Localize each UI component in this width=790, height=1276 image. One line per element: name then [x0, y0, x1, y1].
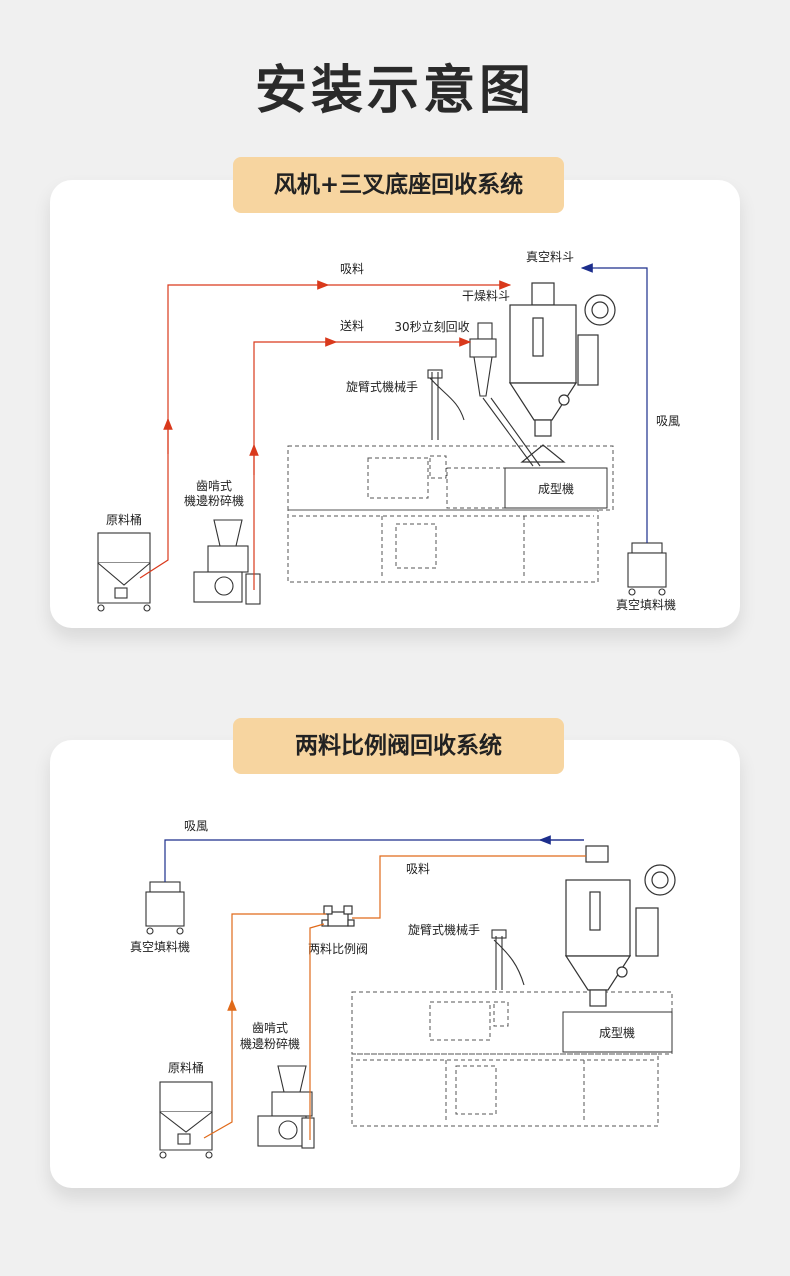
robot-arm-1: [427, 369, 465, 440]
feed-line-1a: [253, 337, 338, 590]
raw-bin-label-1: 原料桶: [106, 512, 142, 527]
crusher-label1-1: 齒啃式: [196, 478, 232, 493]
molding-machine-label-2: 成型機: [599, 1025, 635, 1040]
diagram-card-1: [50, 180, 740, 628]
proportional-valve-2: [321, 905, 355, 927]
diagram-2: 成型機 旋臂式機械手 真空填料機: [130, 819, 676, 1159]
vacuum-loader-2: [145, 881, 185, 935]
molding-machine-label-1: 成型機: [538, 481, 574, 496]
vacuum-loader-1: [627, 542, 667, 596]
suction-line-2: [352, 855, 586, 919]
section-1-heading: 风机+三叉底座回收系统: [233, 157, 564, 213]
raw-material-line-2b: [231, 913, 326, 1000]
crusher-line-2: [309, 923, 325, 1140]
raw-bin-label-2: 原料桶: [168, 1060, 204, 1075]
suction-label-1: 吸料: [340, 262, 364, 276]
dryer-hopper-2: [564, 845, 676, 1007]
crusher-label2-2: 機邊粉碎機: [240, 1036, 300, 1051]
diagram-1: 成型機 真空料斗 干燥料斗 30秒立刻回收: [97, 250, 680, 612]
recovery-label-1: 30秒立刻回收: [394, 319, 469, 334]
molding-machine-box-2: [562, 1011, 673, 1053]
dryer-hopper-1: [508, 282, 616, 463]
air-label-2: 吸風: [184, 819, 208, 833]
vacuum-hopper-label-1: 真空料斗: [526, 250, 574, 264]
air-line-1: [598, 267, 648, 543]
molding-machine-box-1: [504, 467, 608, 509]
section-2-heading: 两料比例阀回收系统: [233, 718, 564, 774]
raw-material-bin-1: [97, 532, 151, 612]
raw-material-bin-2: [159, 1081, 213, 1159]
molding-machine-1: [287, 445, 614, 583]
dryer-hopper-label-1: 干燥料斗: [462, 289, 510, 303]
robot-arm-2: [491, 929, 525, 990]
page-title: 安装示意图: [254, 61, 535, 121]
feed-label-1: 送料: [340, 318, 364, 333]
suction-label-2: 吸料: [406, 862, 430, 876]
robot-arm-label-1: 旋臂式機械手: [346, 379, 418, 394]
vacuum-loader-label-2: 真空填料機: [130, 939, 190, 954]
vacuum-loader-label-1: 真空填料機: [616, 597, 676, 612]
crusher-label1-2: 齒啃式: [252, 1020, 288, 1035]
crusher-label2-1: 機邊粉碎機: [184, 493, 244, 508]
crusher-2: [257, 1065, 315, 1149]
air-label-1: 吸風: [656, 414, 680, 428]
air-line-2: [164, 839, 584, 882]
raw-material-line-2a: [203, 998, 237, 1139]
crusher-1: [193, 519, 261, 605]
recovery-cyclone-1: [469, 322, 541, 467]
proportional-valve-label-2: 两料比例阀: [308, 942, 368, 956]
robot-arm-label-2: 旋臂式機械手: [408, 922, 480, 937]
